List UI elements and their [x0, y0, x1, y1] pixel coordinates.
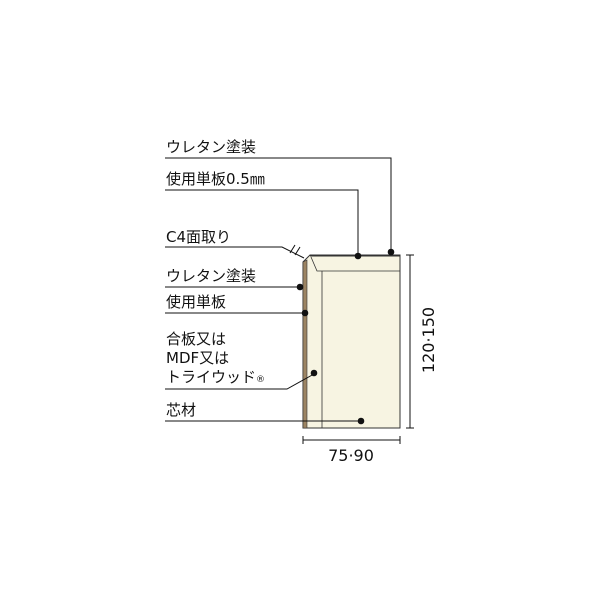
board-profile [302, 254, 401, 429]
label-urethane-side: ウレタン塗装 [166, 267, 256, 285]
leader-lines [165, 157, 392, 422]
label-veneer-side: 使用単板 [166, 293, 226, 311]
side-veneer [302, 259, 308, 429]
leader-substrate [165, 373, 315, 390]
leader-dots [296, 248, 395, 425]
dot [357, 417, 365, 425]
label-veneer-top: 使用単板0.5㎜ [166, 170, 265, 188]
dot [301, 309, 309, 317]
core-body [302, 254, 401, 429]
dot [296, 283, 304, 291]
width-dimension: 75·90 [328, 446, 374, 465]
label-substrate-3: トライウッド® [166, 368, 265, 386]
dot [387, 248, 395, 256]
leader-chamfer [165, 246, 305, 259]
chamfer-tick [289, 244, 296, 254]
label-core: 芯材 [166, 401, 196, 419]
leader-urethane-top [165, 157, 392, 251]
dot [310, 369, 318, 377]
label-chamfer: C4面取り [166, 228, 231, 246]
height-dimension: 120·150 [419, 307, 438, 373]
dimension-lines [302, 254, 414, 444]
leader-veneer-top [165, 189, 359, 255]
dot [354, 252, 362, 260]
substrate-outline [310, 256, 400, 272]
registered-mark: ® [256, 375, 265, 385]
chamfer-tick [294, 246, 301, 256]
label-substrate-1: 合板又は [166, 330, 226, 348]
label-substrate-2: MDF又は [166, 349, 229, 367]
label-urethane-top: ウレタン塗装 [166, 138, 256, 156]
